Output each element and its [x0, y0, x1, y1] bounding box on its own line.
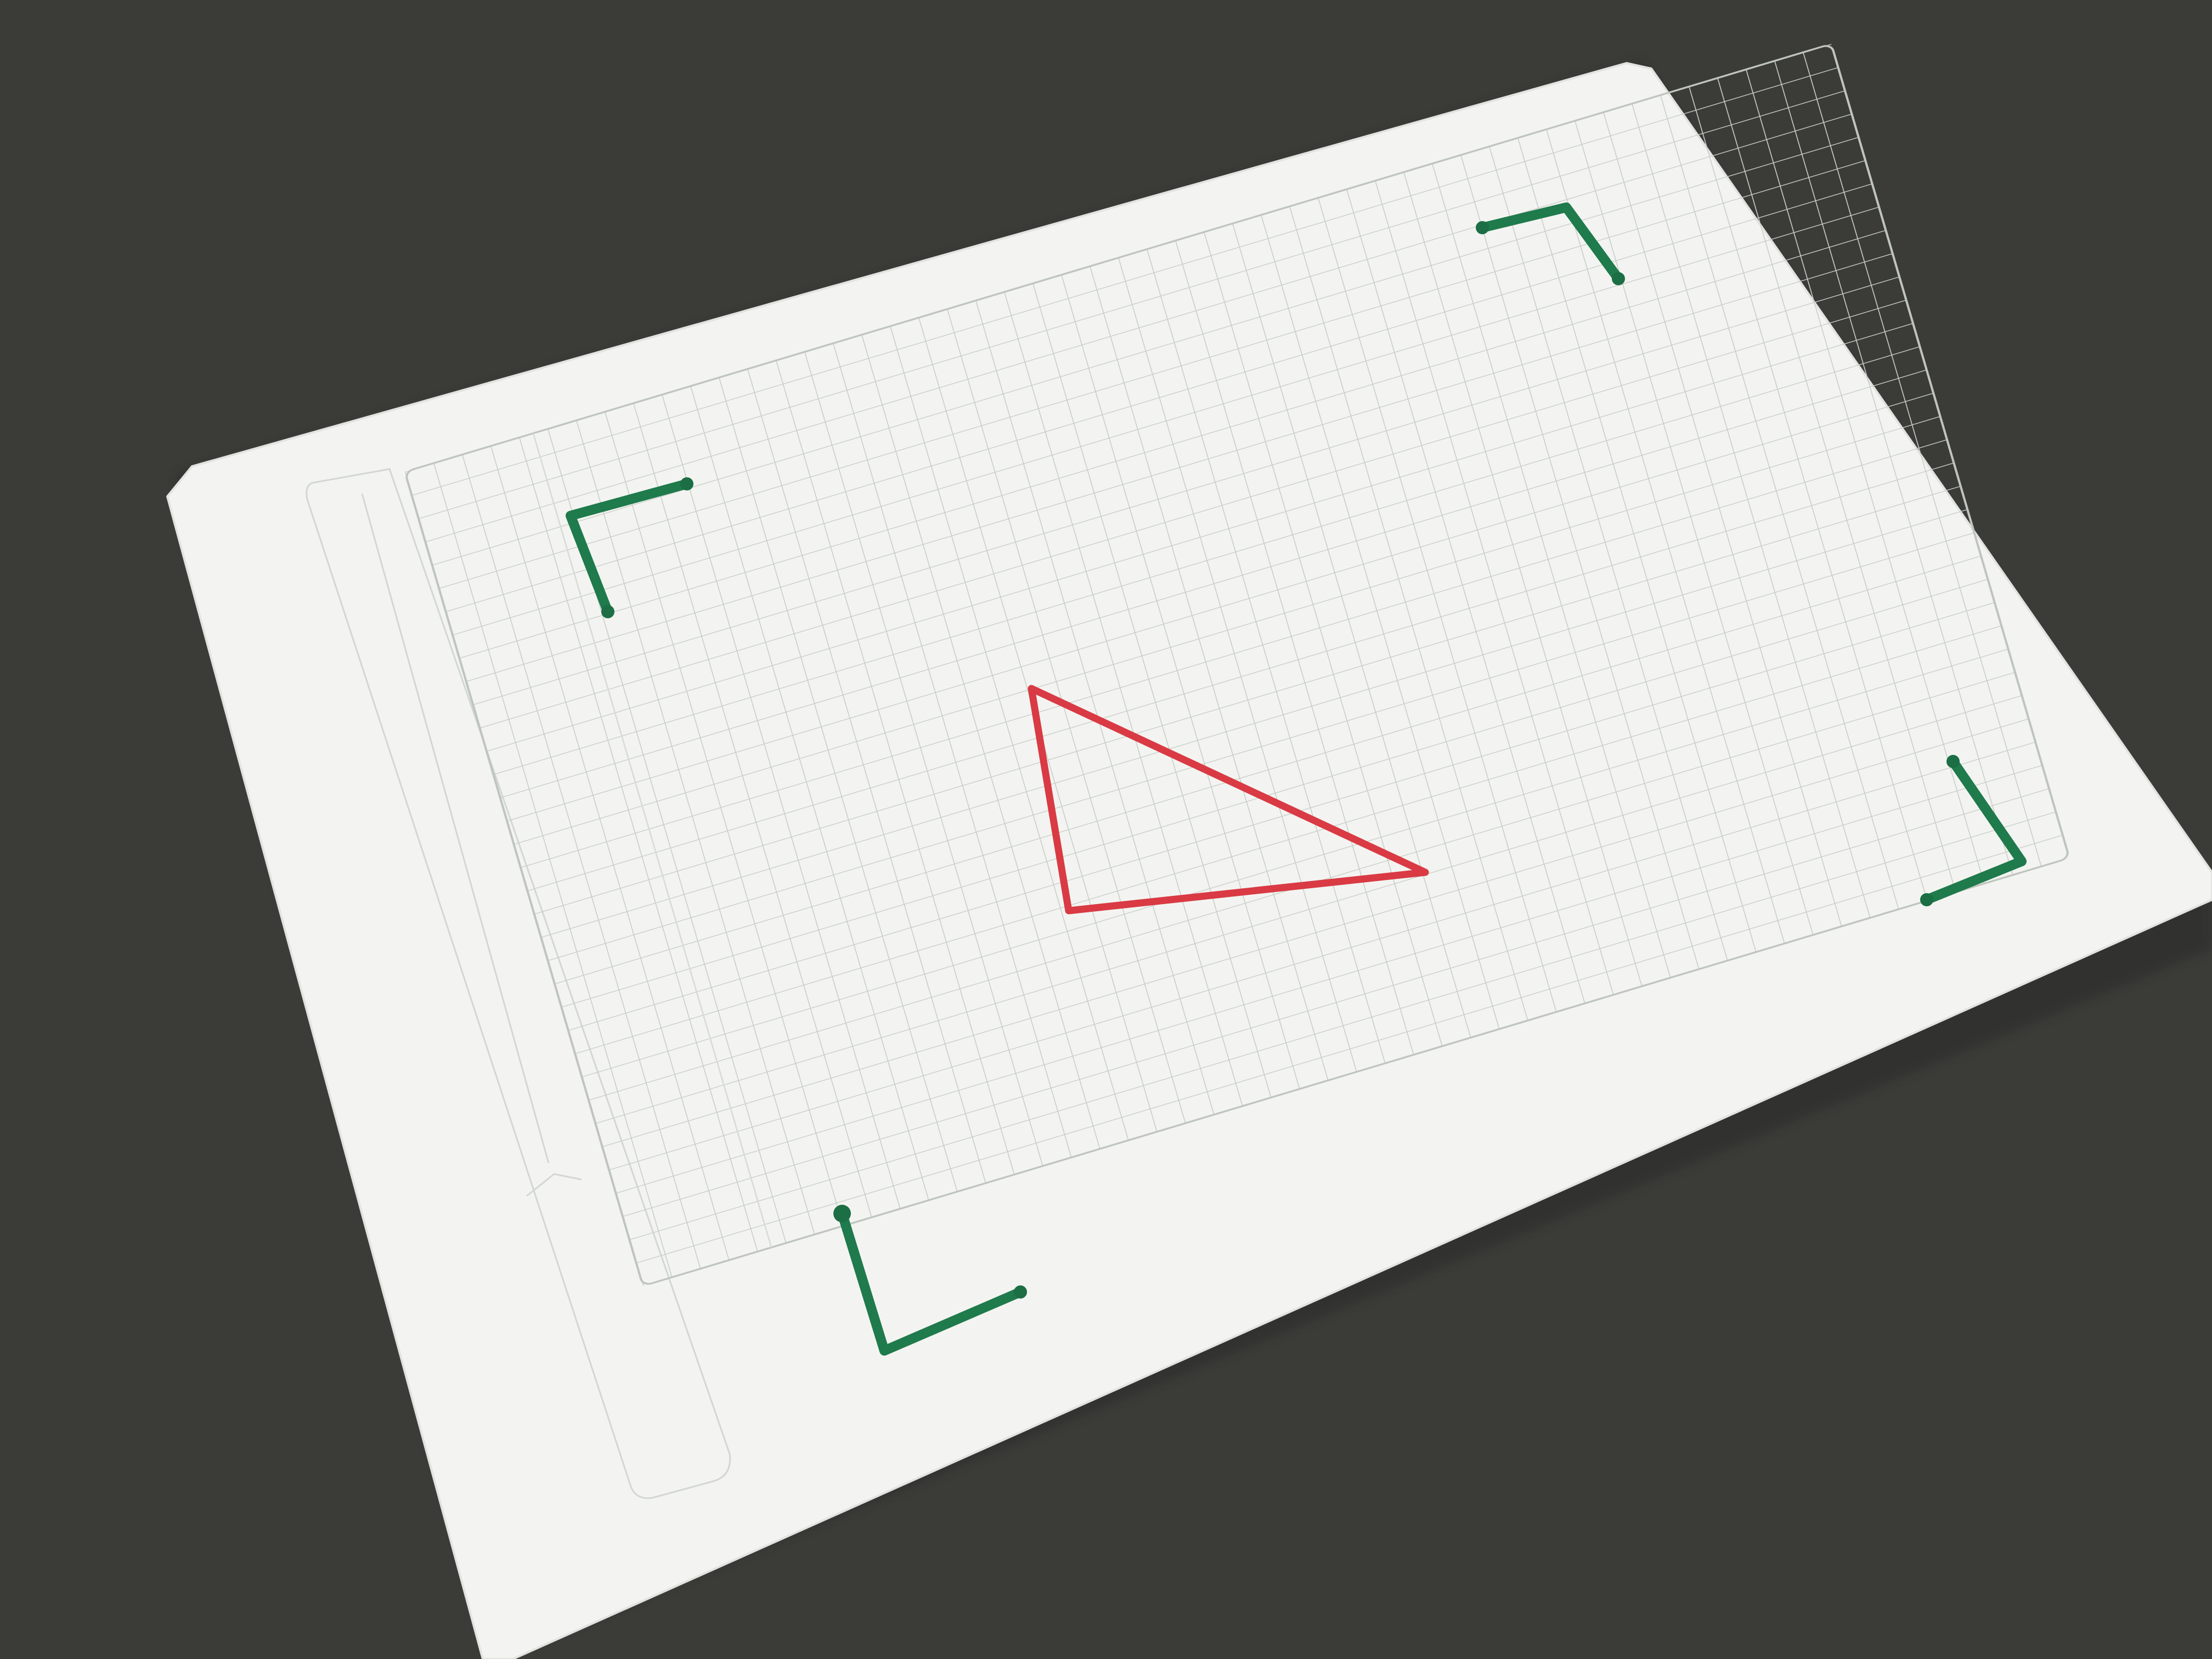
left-column-divider	[361, 493, 550, 1164]
corner-marker-top-left-icon	[566, 479, 692, 617]
graph-grid	[405, 44, 2069, 1286]
left-margin-panel	[306, 468, 731, 1499]
left-column-divider-2	[526, 1173, 582, 1197]
corner-marker-top-right-icon	[1477, 202, 1623, 284]
triangle-outline-icon	[1028, 685, 1429, 915]
corner-markers	[566, 202, 2027, 1356]
corner-marker-dots	[601, 221, 1960, 1299]
corner-marker-bottom-left-icon	[837, 1209, 1025, 1356]
corner-marker-bottom-right-icon	[1922, 757, 2027, 905]
